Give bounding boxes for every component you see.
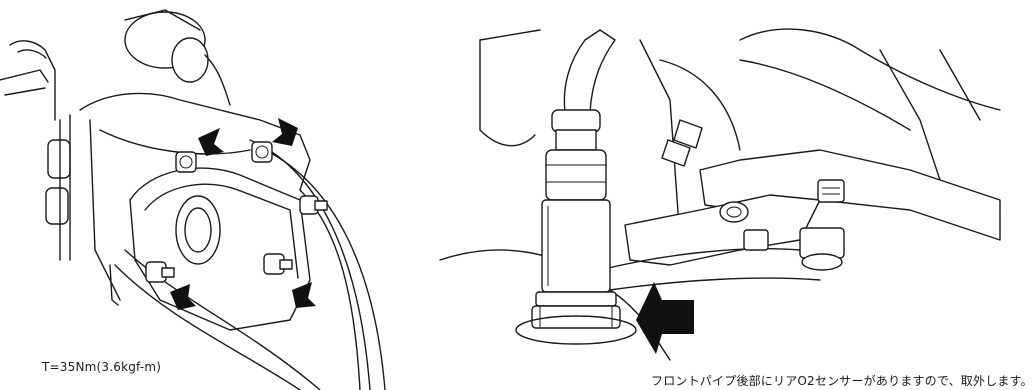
bolt-upper-left (175, 151, 197, 173)
sensor-hex (535, 291, 617, 307)
arrow-pointer-sensor (636, 282, 694, 354)
sensor-drawing (439, 28, 1001, 361)
left-bracket-upper (47, 139, 71, 179)
sensor-boot (545, 149, 607, 201)
torque-caption: T=35Nm(3.6kgf-m) (42, 360, 162, 374)
sensor-connector-top (551, 109, 601, 133)
sensor-caption: フロントパイプ後部にリアO2センサーがありますので、取外します。 (651, 374, 1033, 388)
arrow-pointer-1 (198, 128, 224, 156)
sensor-cable (563, 29, 616, 113)
nut-center (719, 201, 749, 223)
arrow-pointer-4 (292, 282, 316, 308)
nut-small (743, 229, 769, 251)
nut-top (817, 179, 845, 203)
flange-drawing (0, 9, 386, 390)
bolt-lower-left (145, 261, 175, 283)
left-bracket-lower (45, 187, 69, 225)
o2-sensor-body (541, 199, 611, 293)
pipe-opening (175, 195, 221, 265)
torque-illustration: T=35Nm(3.6kgf-m) (0, 0, 420, 390)
flange-plate (129, 167, 311, 331)
bolt-right (299, 195, 328, 215)
bolt-lower-right (263, 253, 293, 275)
o2-sensor-illustration: フロントパイプ後部にリアO2センサーがありますので、取外します。 (439, 0, 1033, 390)
arrow-pointer-2 (272, 118, 298, 146)
hose-line (9, 40, 56, 121)
nut-large (799, 227, 845, 271)
arrow-pointer-3 (170, 284, 196, 310)
bolt-upper-right (251, 141, 273, 163)
